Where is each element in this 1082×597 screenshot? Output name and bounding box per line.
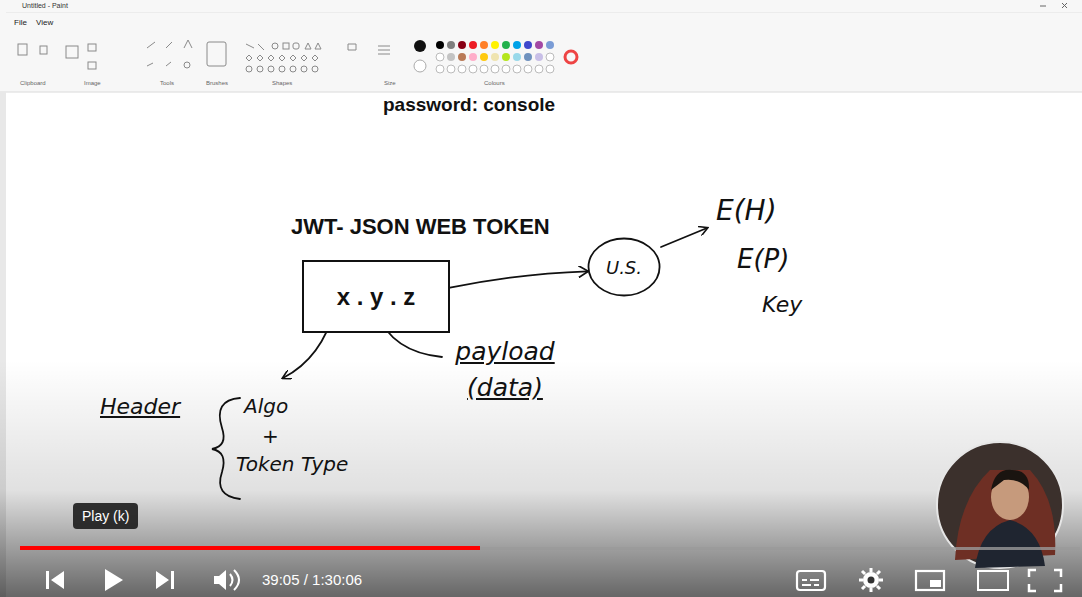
token-box: x . y . z — [302, 260, 450, 333]
player-controls — [46, 568, 1061, 592]
ui-label: Brushes — [206, 80, 228, 86]
ui-label: password: console — [383, 94, 555, 116]
ribbon-icons — [18, 40, 390, 72]
handwritten-label: E(P) — [737, 244, 789, 274]
connector-arrow — [450, 271, 587, 287]
ribbon — [0, 0, 1082, 92]
node-label: U.S. — [606, 257, 642, 278]
handwritten-label: E(H) — [716, 194, 777, 227]
handwritten-label: Token Type — [236, 452, 348, 476]
ui-label: File — [14, 18, 27, 27]
ui-label: View — [36, 18, 53, 27]
circle-outline-shape — [588, 239, 659, 296]
ui-label: Size — [384, 80, 396, 86]
node-label: x . y . z — [337, 283, 416, 311]
ui-label: Shapes — [272, 80, 292, 86]
tooltip: Play (k) — [73, 503, 138, 529]
handwritten-label: Algo — [244, 394, 288, 418]
ui-label: Image — [84, 80, 101, 86]
diagram-title: JWT- JSON WEB TOKEN — [291, 214, 550, 240]
handwritten-label: Key — [762, 292, 802, 317]
colour-palette — [436, 41, 577, 73]
handwritten-label: Header — [100, 394, 180, 419]
ui-label: Untitled - Paint — [22, 2, 68, 9]
handwritten-label: + — [262, 424, 279, 448]
ui-label: 39:05 / 1:30:06 — [262, 571, 362, 588]
server-circle: U.S. — [587, 237, 661, 297]
arrow-line — [661, 228, 707, 247]
ui-label: Colours — [484, 80, 505, 86]
ui-label: Tools — [160, 80, 174, 86]
handwritten-label: payload (data) — [446, 334, 564, 407]
ui-label: Clipboard — [20, 80, 46, 86]
